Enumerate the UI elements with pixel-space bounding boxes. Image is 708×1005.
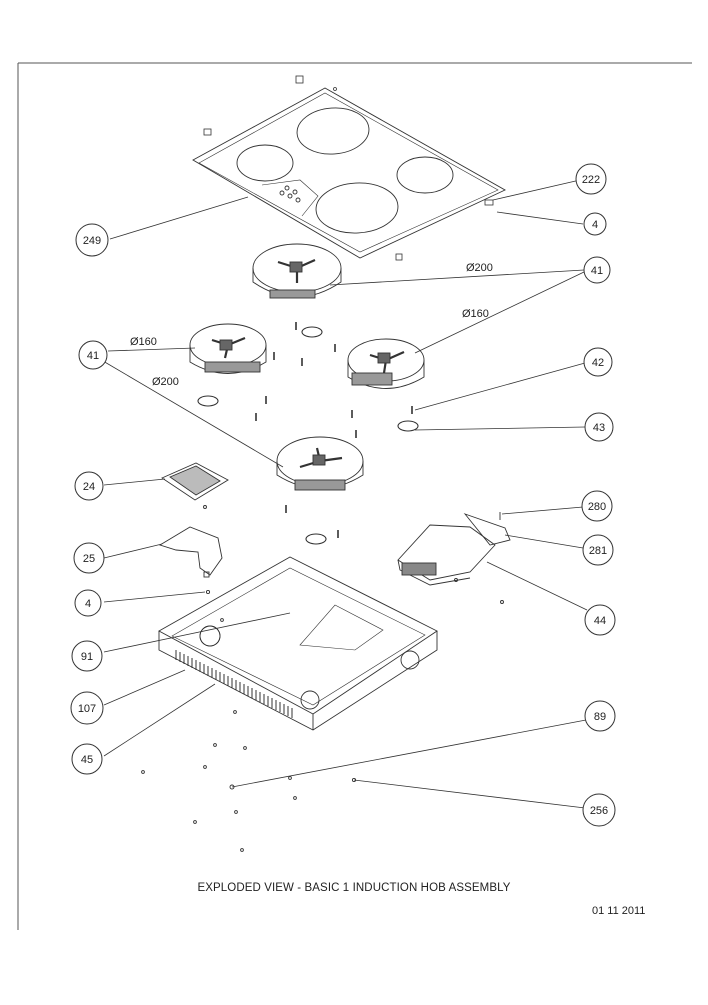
callout-256: 256 bbox=[582, 793, 616, 827]
callout-41-left: 41 bbox=[78, 340, 108, 370]
callout-label: 44 bbox=[594, 615, 606, 627]
callout-label: 280 bbox=[588, 501, 606, 513]
induction-coil-160-right bbox=[347, 338, 425, 389]
drawing-title: EXPLODED VIEW - BASIC 1 INDUCTION HOB AS… bbox=[197, 882, 511, 894]
callout-label: 24 bbox=[83, 481, 95, 493]
spring-pins bbox=[255, 322, 413, 538]
leader-lines bbox=[102, 179, 588, 809]
callout-43: 43 bbox=[584, 412, 614, 442]
induction-coil-200-front bbox=[276, 436, 364, 491]
glass-top-clips bbox=[203, 75, 494, 261]
fan-unit bbox=[397, 512, 511, 604]
callout-label: 281 bbox=[589, 545, 607, 557]
dimension-label: Ø160 bbox=[130, 336, 157, 348]
callout-label: 43 bbox=[593, 422, 605, 434]
callout-4-top: 4 bbox=[583, 212, 607, 236]
induction-coil-200-rear bbox=[252, 243, 342, 299]
callout-label: 107 bbox=[78, 703, 96, 715]
callout-89: 89 bbox=[584, 700, 616, 732]
callout-label: 89 bbox=[594, 711, 606, 723]
pcb-board bbox=[161, 462, 229, 509]
callout-label: 249 bbox=[83, 235, 101, 247]
callout-label: 4 bbox=[592, 219, 598, 231]
callout-45: 45 bbox=[71, 743, 103, 775]
induction-coil-160-left bbox=[189, 323, 267, 374]
spring-rings bbox=[197, 326, 419, 545]
callout-107: 107 bbox=[70, 691, 104, 725]
callout-label: 45 bbox=[81, 754, 93, 766]
dimension-label: Ø200 bbox=[152, 376, 179, 388]
dimension-label: Ø200 bbox=[466, 262, 493, 274]
callout-24: 24 bbox=[74, 471, 104, 501]
callout-280: 280 bbox=[581, 490, 613, 522]
callout-42: 42 bbox=[583, 347, 613, 377]
callout-25: 25 bbox=[73, 542, 105, 574]
callout-41-right: 41 bbox=[583, 256, 611, 284]
callout-249: 249 bbox=[75, 223, 109, 257]
callout-222: 222 bbox=[575, 163, 607, 195]
callout-281: 281 bbox=[582, 534, 614, 566]
callout-label: 222 bbox=[582, 174, 600, 186]
callout-label: 25 bbox=[83, 553, 95, 565]
callout-label: 256 bbox=[590, 805, 608, 817]
screws bbox=[141, 589, 357, 852]
dimension-label: Ø160 bbox=[462, 308, 489, 320]
callout-label: 91 bbox=[81, 651, 93, 663]
callout-91: 91 bbox=[71, 640, 103, 672]
callout-label: 42 bbox=[592, 357, 604, 369]
callout-44: 44 bbox=[584, 604, 616, 636]
chassis-tray bbox=[158, 556, 438, 731]
callout-label: 41 bbox=[87, 350, 99, 362]
callout-label: 41 bbox=[591, 265, 603, 277]
drawing-date: 01 11 2011 bbox=[592, 905, 646, 917]
callout-4-bottom: 4 bbox=[74, 589, 102, 617]
bracket bbox=[158, 526, 223, 578]
callout-label: 4 bbox=[85, 598, 91, 610]
glass-top-plate bbox=[192, 87, 506, 259]
chassis-vents bbox=[175, 650, 293, 718]
